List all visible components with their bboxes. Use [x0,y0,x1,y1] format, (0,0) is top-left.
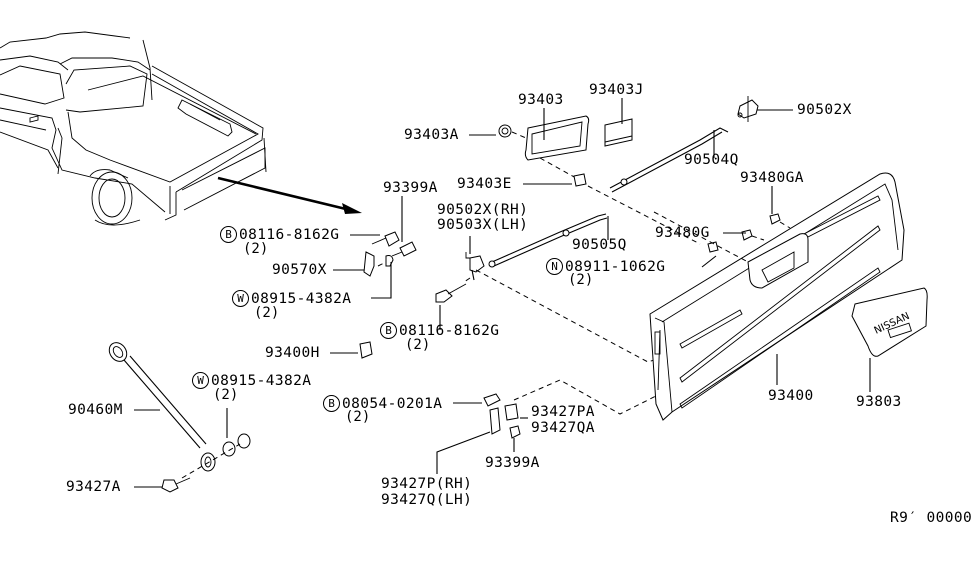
label-93427p-rh: 93427P(RH) [381,476,473,492]
tailgate-finisher [851,287,928,357]
label-93427a: 93427A [66,479,121,495]
qty-08915-4382a-bottom: (2) [213,387,239,403]
qty-08116-8162g-mid: (2) [405,337,431,353]
bolt-symbol-icon: B [220,226,237,243]
label-90503x-lh: 90503X(LH) [437,217,529,233]
tailgate-support-cable [108,342,251,493]
qty-08911-1062g: (2) [568,272,594,288]
label-93400h: 93400H [265,345,320,361]
qty-08054-0201a: (2) [345,409,371,425]
left-hinge-hardware [359,231,661,363]
label-90460m: 90460M [68,402,123,418]
washer-symbol-icon: W [232,290,249,307]
tailgate-rods [488,127,729,268]
label-93480ga: 93480GA [740,170,804,186]
handle-bracket-90502x [737,96,759,122]
washer-symbol-icon: W [192,372,209,389]
lower-hinge-group [483,379,661,439]
label-90570x: 90570X [272,262,327,278]
label-93427pa: 93427PA [531,404,595,420]
pickup-truck-illustration [0,31,362,226]
bolt-symbol-icon: B [380,322,397,339]
label-93427qa: 93427QA [531,420,595,436]
label-93403j: 93403J [589,82,644,98]
license-lamp-group [498,115,701,245]
label-93403e: 93403E [457,176,512,192]
label-93400: 93400 [768,388,814,404]
label-93399a-bottom: 93399A [485,455,540,471]
bolt-symbol-icon: B [323,395,340,412]
label-90504q: 90504Q [684,152,739,168]
label-93399a-top: 93399A [383,180,438,196]
label-90502x-rh: 90502X(RH) [437,202,529,218]
tailgate-panel [649,172,905,421]
leader-lines [134,98,871,488]
label-93403: 93403 [518,92,564,108]
label-93427q-lh: 93427Q(LH) [381,492,473,508]
qty-08915-4382a-top: (2) [254,305,280,321]
qty-08116-8162g-top: (2) [243,241,269,257]
label-93403a: 93403A [404,127,459,143]
diagram-reference-code: R9′ 00000 [890,510,973,526]
label-90505q: 90505Q [572,237,627,253]
label-90502x: 90502X [797,102,852,118]
label-93480g: 93480G [655,225,710,241]
nut-symbol-icon: N [546,258,563,275]
label-93803: 93803 [856,394,902,410]
